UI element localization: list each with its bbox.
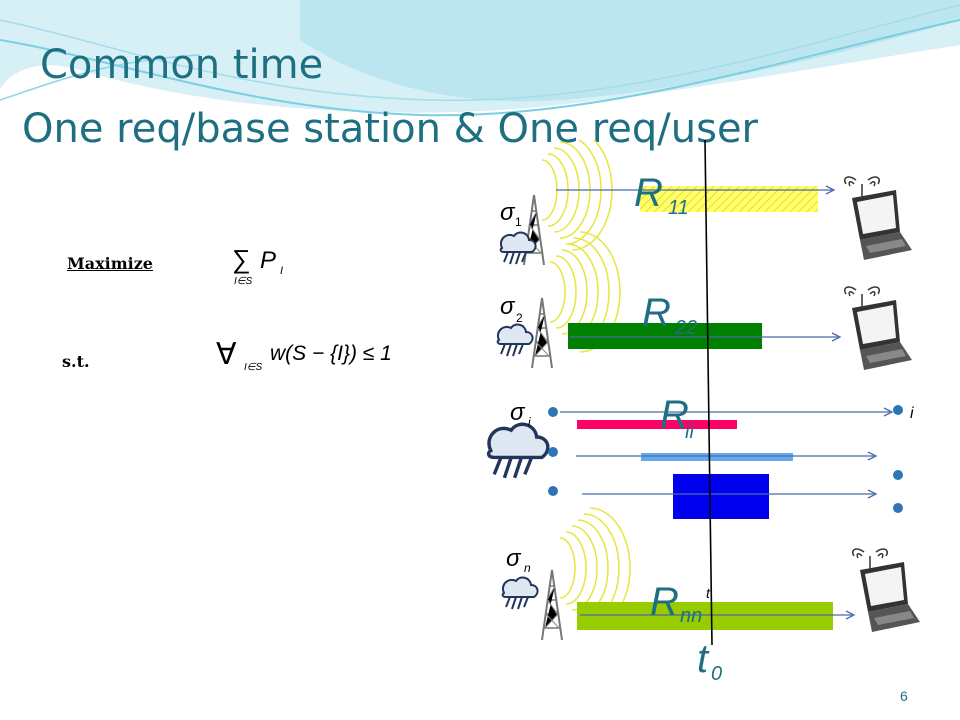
request-label-r11: R <box>634 171 663 215</box>
constraint-label: s.t. <box>62 352 90 371</box>
dest-dot-1 <box>893 405 903 415</box>
signal-waves-1 <box>541 140 613 251</box>
request-label-rnn-sub: nn <box>680 605 702 627</box>
request-label-rii: R <box>660 393 689 437</box>
request-bar-rnn <box>577 602 833 630</box>
constraint-expression: w(S − {I}) ≤ 1 <box>270 342 392 365</box>
slide-title-line1: Common time <box>40 42 324 88</box>
cloud-icon-i <box>486 422 550 480</box>
request-bar-extra-2 <box>673 474 769 519</box>
dest-dot-2 <box>893 470 903 480</box>
sigma-1: σ <box>500 199 516 226</box>
time-label-t0: t <box>697 637 710 681</box>
request-label-r11-sub: 11 <box>668 197 689 219</box>
request-bar-extra-1 <box>641 453 793 461</box>
dest-dot-3 <box>893 503 903 513</box>
sigma-n-sub: n <box>524 561 531 575</box>
source-dot-3 <box>548 486 558 496</box>
source-dot-1 <box>548 407 558 417</box>
slide-title-line2: One req/base station & One req/user <box>22 106 758 152</box>
objective-term: P <box>260 247 276 274</box>
sigma-2-sub: 2 <box>516 311 523 325</box>
network-diagram: σ 1 R 11 σ 2 R 22 σ i i <box>486 140 921 685</box>
formula-objective: ∑ I∈S P I <box>232 244 283 287</box>
request-label-r22: R <box>642 291 671 335</box>
sigma-2: σ <box>500 293 516 320</box>
sigma-i-sub: i <box>528 415 531 429</box>
cell-tower-icon-n <box>541 569 563 641</box>
formula-constraint: ∀ I∈S w(S − {I}) ≤ 1 <box>216 338 392 373</box>
sum-symbol: ∑ <box>232 244 251 274</box>
cell-tower-icon-1 <box>523 194 545 266</box>
user-label-i: i <box>910 405 914 422</box>
laptop-icon-2 <box>843 286 913 371</box>
request-bar-rii <box>577 420 737 429</box>
cell-tower-icon-2 <box>531 297 553 369</box>
objective-label: Maximize <box>67 254 153 273</box>
laptop-icon-n <box>851 548 921 633</box>
sigma-i: σ <box>510 399 526 426</box>
request-label-rnn: R <box>650 580 679 624</box>
cloud-icon-1 <box>499 231 537 265</box>
forall-subscript: I∈S <box>244 362 262 373</box>
laptop-icon-1 <box>843 176 913 261</box>
sigma-1-sub: 1 <box>515 215 522 229</box>
forall-symbol: ∀ <box>216 338 237 371</box>
request-label-rii-sub: ii <box>685 421 694 443</box>
time-label-t0-sub: 0 <box>711 663 722 685</box>
small-t-label: t <box>706 585 711 601</box>
cloud-icon-n <box>501 576 539 610</box>
page-number: 6 <box>900 688 908 704</box>
cloud-icon-2 <box>496 323 534 357</box>
objective-term-sub: I <box>280 265 283 277</box>
request-label-r22-sub: 22 <box>674 317 697 339</box>
source-dot-2 <box>548 447 558 457</box>
time-line-t0 <box>704 140 713 646</box>
sum-subscript: I∈S <box>234 276 252 287</box>
request-bar-r22 <box>568 323 762 349</box>
sigma-n: σ <box>506 545 522 572</box>
